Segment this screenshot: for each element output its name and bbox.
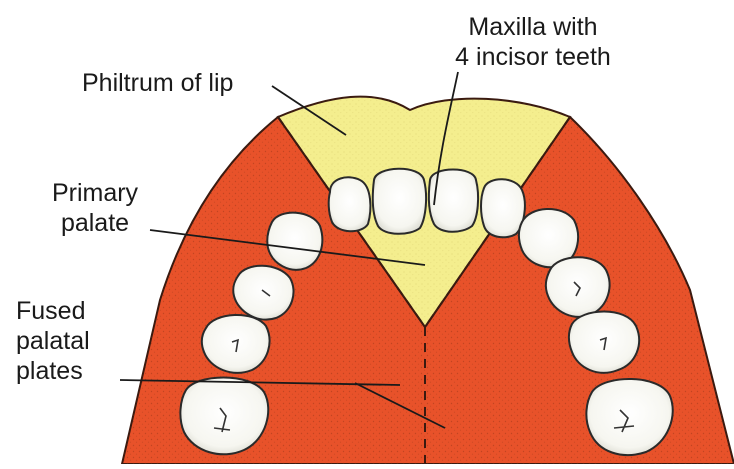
incisor-3	[429, 170, 478, 232]
fused-plates-line-1: Fused	[16, 296, 90, 326]
primary-palate-label: Primary palate	[30, 178, 160, 238]
maxilla-label-line-1: Maxilla with	[428, 12, 638, 42]
primary-palate-line-1: Primary	[30, 178, 160, 208]
tooth-right-premolar-2	[569, 312, 639, 373]
fused-plates-label: Fused palatal plates	[16, 296, 90, 386]
tooth-right-molar	[586, 379, 672, 455]
fused-plates-line-3: plates	[16, 356, 90, 386]
tooth-left-canine	[267, 213, 322, 270]
incisor-1	[329, 177, 371, 231]
incisor-2	[373, 169, 426, 234]
maxilla-label-line-2: 4 incisor teeth	[428, 42, 638, 72]
incisor-4	[481, 179, 525, 237]
philtrum-label-text: Philtrum of lip	[82, 68, 233, 98]
philtrum-label: Philtrum of lip	[82, 68, 233, 98]
tooth-right-premolar-1	[546, 257, 610, 317]
maxilla-label: Maxilla with 4 incisor teeth	[428, 12, 638, 72]
tooth-left-premolar-2	[202, 315, 270, 373]
primary-palate-line-2: palate	[30, 208, 160, 238]
tooth-left-molar	[180, 378, 268, 455]
fused-plates-line-2: palatal	[16, 326, 90, 356]
